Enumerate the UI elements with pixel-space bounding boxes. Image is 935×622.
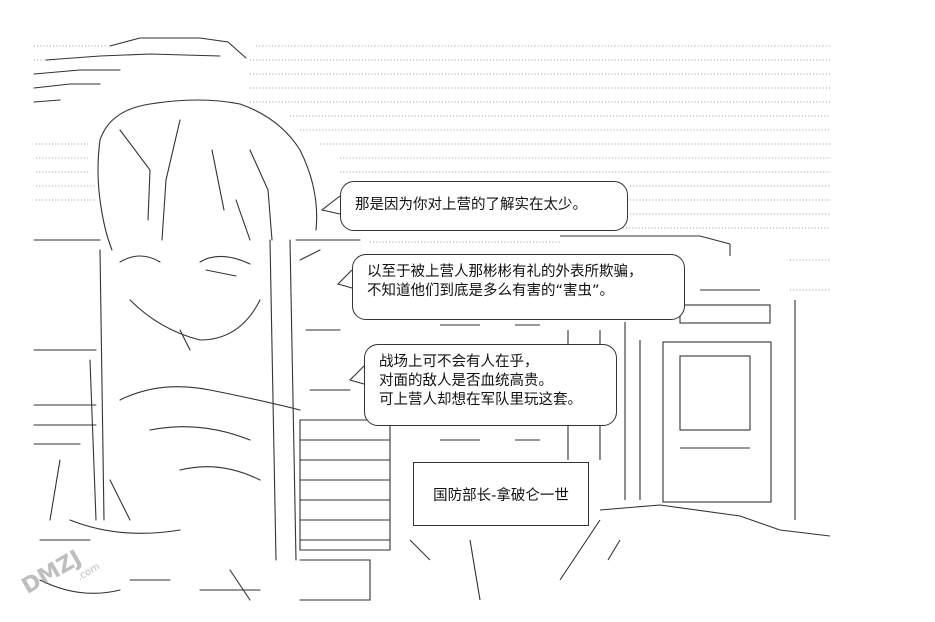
speech-bubble-tails [320,195,365,385]
speech-line: 对面的敌人是否血统高贵。 [379,373,553,389]
speech-bubble-2: 以至于被上营人那彬彬有礼的外表所欺骗， 不知道他们到底是多么有害的“害虫”。 [352,254,685,320]
speech-bubble-1: 那是因为你对上营的了解实在太少。 [340,181,628,231]
site-watermark-logo: DMZJ .com [18,546,102,600]
speech-line: 那是因为你对上营的了解实在太少。 [355,197,587,213]
speech-line: 可上营人却想在军队里玩这套。 [379,392,582,408]
speech-line: 以至于被上营人那彬彬有礼的外表所欺骗， [367,264,643,280]
character-name-caption: 国防部长-拿破仑一世 [413,462,589,526]
figure-lineart [33,37,391,601]
speech-line: 战场上可不会有人在乎， [379,354,539,370]
dot-pattern-background [34,45,830,291]
speech-line: 不知道他们到底是多么有害的“害虫”。 [367,283,615,299]
caption-text: 国防部长-拿破仑一世 [433,487,569,504]
speech-bubble-3: 战场上可不会有人在乎， 对面的敌人是否血统高贵。 可上营人却想在军队里玩这套。 [364,344,617,426]
